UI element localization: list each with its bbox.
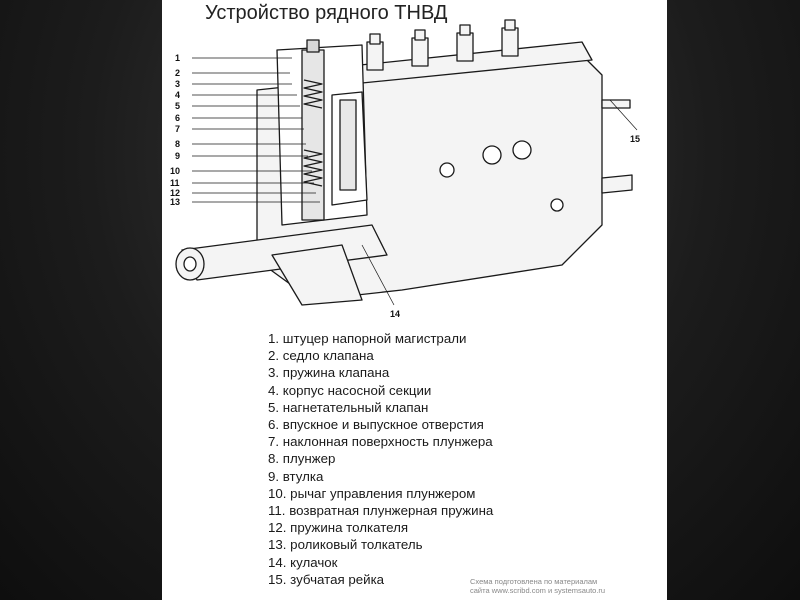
legend-item: 12. пружина толкателя (268, 520, 409, 536)
legend-item: 1. штуцер напорной магистрали (268, 331, 467, 346)
legend-item: 8. плунжер (268, 451, 336, 467)
source-note-line: Схема подготовлена по материалам (470, 577, 598, 586)
parts-legend: 1. штуцер напорной магистрали 2. седло к… (268, 330, 658, 588)
legend-item: 9. втулка (268, 468, 324, 484)
callout-14: 14 (390, 309, 401, 319)
callout-7: 7 (175, 124, 181, 134)
callout-11: 11 (170, 178, 180, 188)
callout-13: 13 (170, 197, 181, 207)
callout-5: 5 (175, 101, 181, 111)
legend-item: 5. нагнетательный клапан (268, 399, 429, 415)
legend-item: 2. седло клапана (268, 348, 374, 364)
callout-12: 12 (170, 188, 181, 198)
callout-8: 8 (175, 139, 181, 149)
legend-item: 13. роликовый толкатель (268, 537, 423, 553)
callout-10: 10 (170, 166, 181, 176)
callout-6: 6 (175, 113, 181, 123)
legend-item: 6. впускное и выпускное отверстия (268, 417, 484, 433)
callout-15: 15 (630, 134, 641, 144)
legend-item: 15. зубчатая рейка (268, 571, 385, 587)
callout-3: 3 (175, 79, 181, 89)
callout-2: 2 (175, 68, 181, 78)
legend-item: 7. наклонная поверхность плунжера (268, 434, 493, 450)
slide-title: Устройство рядного ТНВД (205, 2, 448, 24)
callout-9: 9 (175, 151, 181, 161)
source-note: Схема подготовлена по материалам сайта w… (470, 577, 660, 595)
legend-item: 11. возвратная плунжерная пружина (268, 503, 494, 519)
callout-4: 4 (175, 90, 181, 100)
legend-item: 4. корпус насосной секции (268, 382, 432, 398)
legend-item: 10. рычаг управления плунжером (268, 485, 476, 501)
callout-1: 1 (175, 53, 181, 63)
legend-item: 14. кулачок (268, 554, 338, 570)
pump-diagram (175, 19, 638, 306)
legend-item: 3. пружина клапана (268, 365, 390, 381)
source-note-line: сайта www.scribd.com и systemsauto.ru (470, 586, 606, 595)
